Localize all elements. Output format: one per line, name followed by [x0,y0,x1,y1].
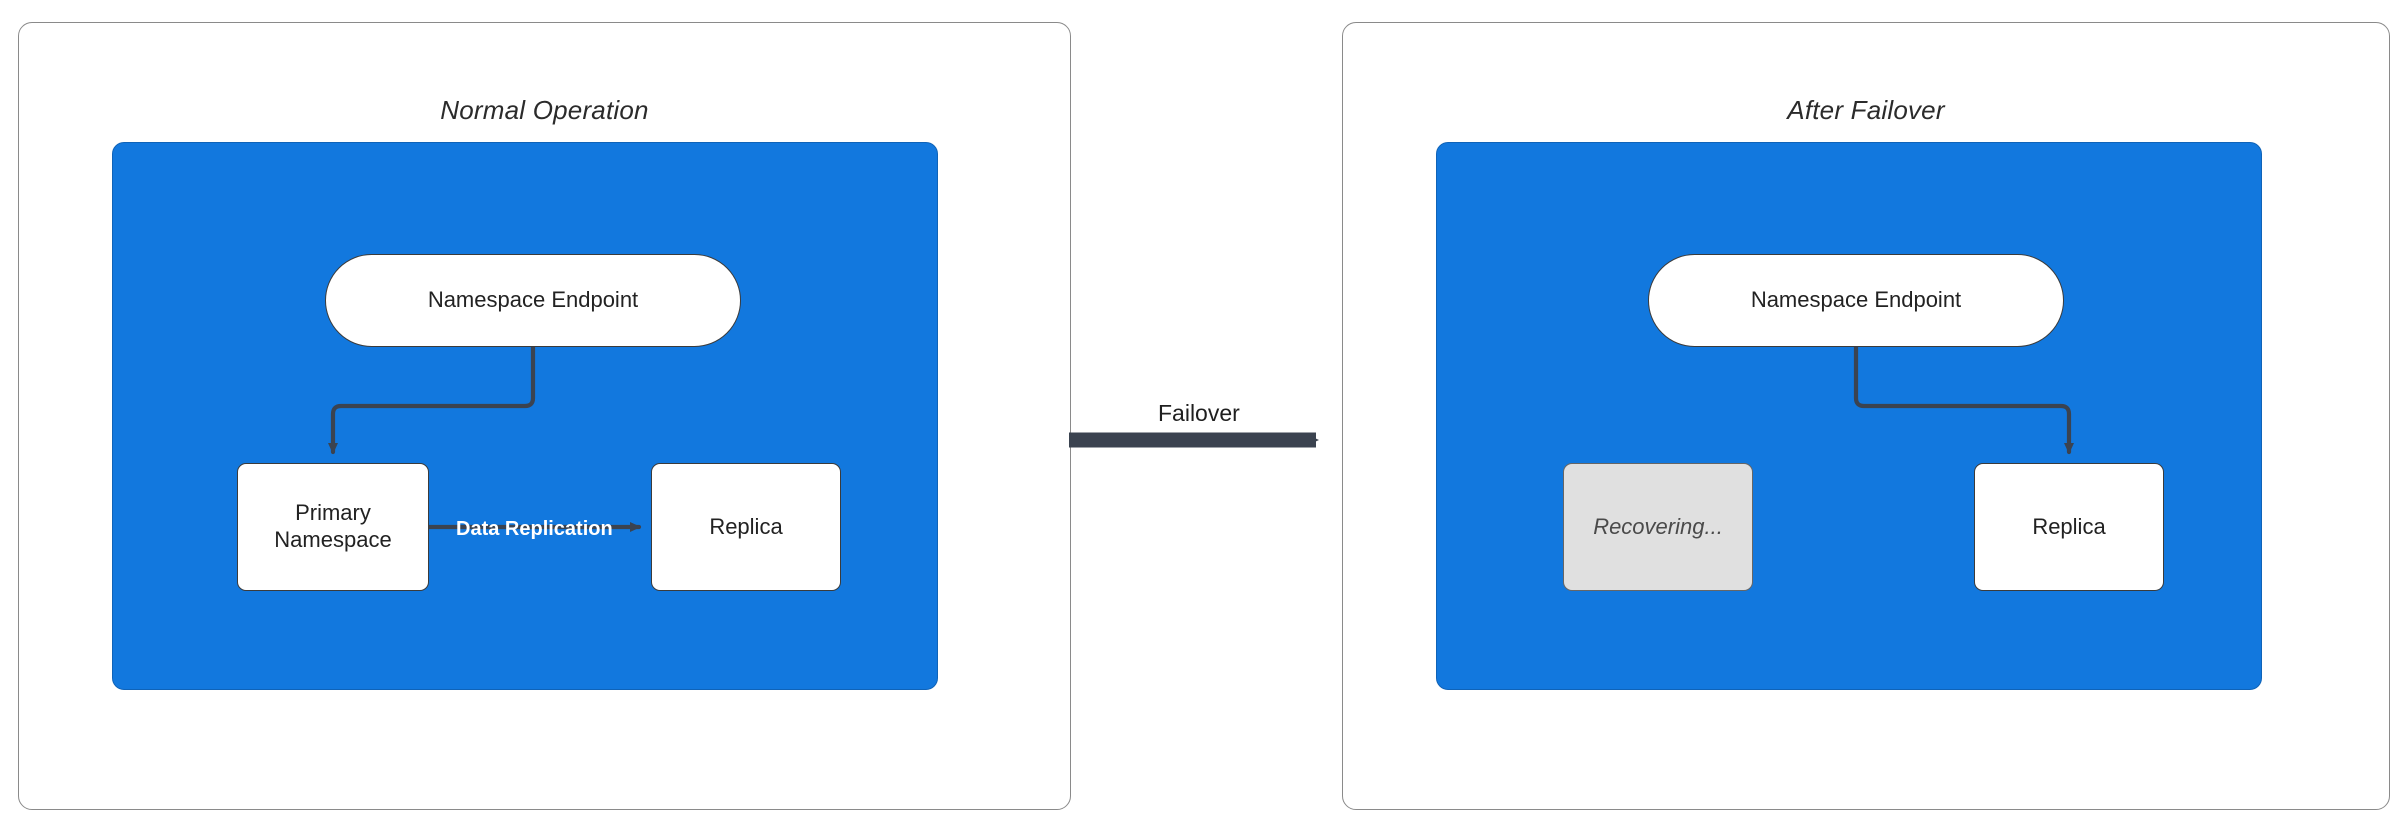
node-namespace-endpoint-left[interactable]: Namespace Endpoint [325,254,741,347]
node-namespace-endpoint-right[interactable]: Namespace Endpoint [1648,254,2064,347]
node-label: Namespace Endpoint [427,287,639,313]
node-label: Primary Namespace [274,500,391,554]
node-recovering[interactable]: Recovering... [1563,463,1753,591]
node-label: Replica [709,513,783,539]
node-label-line1: Primary [295,500,371,526]
transition-label-failover: Failover [1158,400,1240,426]
node-label: Namespace Endpoint [1750,287,1962,313]
node-replica-right[interactable]: Replica [1974,463,2164,591]
node-label-line2: Namespace [274,527,392,552]
node-replica-left[interactable]: Replica [651,463,841,591]
blue-region-after-failover [1436,142,2262,690]
node-label: Recovering... [1593,513,1723,539]
node-label: Replica [2032,513,2106,539]
edge-label-data-replication: Data Replication [456,518,613,540]
node-primary-namespace[interactable]: Primary Namespace [237,463,429,591]
panel-title-after-failover: After Failover [1787,95,1945,125]
blue-region-normal-operation [112,142,938,690]
panel-title-normal-operation: Normal Operation [440,95,649,125]
